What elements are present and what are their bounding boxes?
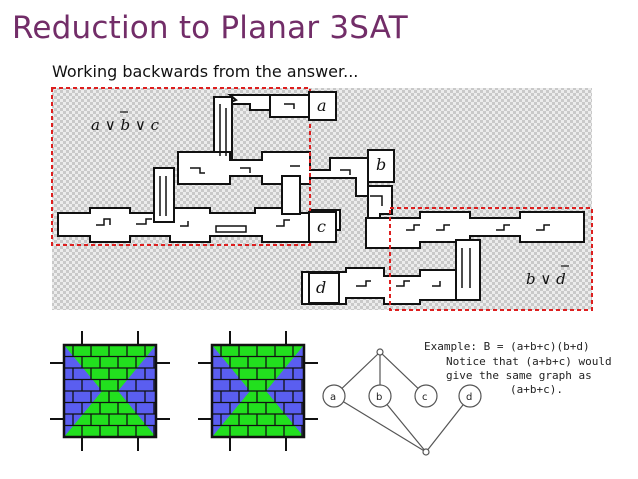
clause2-formula: b ∨ d bbox=[526, 265, 569, 288]
graph-node-c: c bbox=[414, 384, 438, 408]
slide-subtitle: Working backwards from the answer... bbox=[52, 62, 359, 81]
example-line-2: Notice that (a+b+c) would bbox=[446, 355, 612, 368]
svg-text:a: a bbox=[330, 392, 336, 403]
svg-text:d: d bbox=[466, 392, 472, 403]
variable-c: c bbox=[308, 211, 337, 243]
tile-figure-right bbox=[198, 331, 318, 451]
svg-text:b: b bbox=[376, 392, 382, 403]
graph-node-d: d bbox=[458, 384, 482, 408]
puzzle-details bbox=[96, 103, 550, 288]
example-line-4: (a+b+c). bbox=[510, 383, 563, 396]
variable-a: a bbox=[308, 91, 337, 121]
variable-d: d bbox=[308, 272, 340, 304]
svg-text:c: c bbox=[422, 392, 428, 403]
example-graph bbox=[333, 348, 471, 456]
clause1-formula: a ∨ b ∨ c bbox=[91, 111, 160, 134]
svg-text:d: d bbox=[316, 278, 326, 297]
example-line-1: Example: B = (a+b+c)(b+d) bbox=[424, 340, 590, 353]
tile-figure-left bbox=[50, 331, 170, 451]
clause-box-right bbox=[389, 207, 593, 311]
clause-box-left bbox=[51, 87, 311, 246]
example-line-3: give the same graph as bbox=[446, 369, 592, 382]
graph-node-b: b bbox=[368, 384, 392, 408]
variable-b: b bbox=[367, 149, 395, 183]
graph-node-a: a bbox=[322, 384, 346, 408]
svg-text:a ∨ b ∨ c: a ∨ b ∨ c bbox=[91, 116, 160, 134]
slide-title: Reduction to Planar 3SAT bbox=[12, 10, 408, 46]
svg-text:c: c bbox=[317, 217, 326, 236]
svg-text:b: b bbox=[376, 155, 386, 174]
svg-text:b ∨ d: b ∨ d bbox=[526, 270, 566, 288]
svg-text:a: a bbox=[317, 96, 327, 115]
